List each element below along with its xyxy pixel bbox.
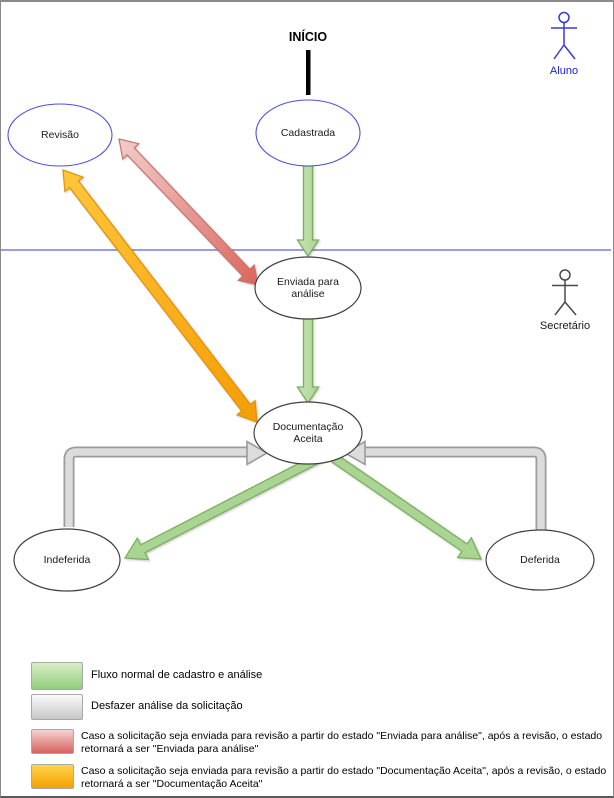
state-label-cadastrada: Cadastrada — [280, 127, 336, 139]
state-ellipse-enviada-para-analise — [254, 256, 362, 320]
arrow-indeferida-to-documentacao — [63, 440, 269, 527]
actor-label-secretario: Secretário — [539, 320, 591, 332]
arrow-enviada-to-documentacao — [296, 318, 320, 405]
state-label-deferida: Deferida — [520, 554, 560, 566]
arrow-cadastrada-to-enviada — [296, 165, 320, 258]
state-label-enviada-para-analise: Enviada para análise — [277, 276, 339, 300]
actor-secretario-figure — [552, 269, 578, 316]
start-line — [306, 50, 311, 95]
arrow-revisao-documentacao-bidirectional — [62, 169, 258, 423]
legend-swatch-orange — [31, 764, 74, 789]
legend-swatch-red — [31, 729, 74, 754]
arrow-documentacao-to-indeferida — [123, 452, 324, 561]
state-ellipse-indeferida — [13, 528, 121, 592]
start-label: INÍCIO — [288, 30, 328, 44]
state-label-documentacao-aceita: Documentação Aceita — [272, 421, 344, 445]
state-ellipse-deferida — [485, 529, 595, 591]
state-ellipse-cadastrada — [255, 99, 361, 167]
state-label-revisao: Revisão — [41, 129, 79, 141]
actor-aluno-figure — [551, 11, 577, 60]
arrow-documentacao-to-deferida — [330, 453, 483, 560]
legend-swatch-gray — [31, 694, 83, 720]
legend-label-green: Fluxo normal de cadastro e análise — [91, 669, 263, 681]
legend-swatch-green — [31, 662, 83, 690]
legend-label-red: Caso a solicitação seja enviada para rev… — [81, 730, 603, 755]
actor-label-aluno: Aluno — [549, 65, 579, 77]
state-ellipse-revisao — [7, 103, 113, 167]
state-ellipse-documentacao-aceita — [253, 401, 363, 465]
legend-label-gray: Desfazer análise da solicitação — [91, 700, 243, 712]
state-label-indeferida: Indeferida — [43, 554, 91, 566]
legend-label-orange: Caso a solicitação seja enviada para rev… — [81, 765, 607, 790]
